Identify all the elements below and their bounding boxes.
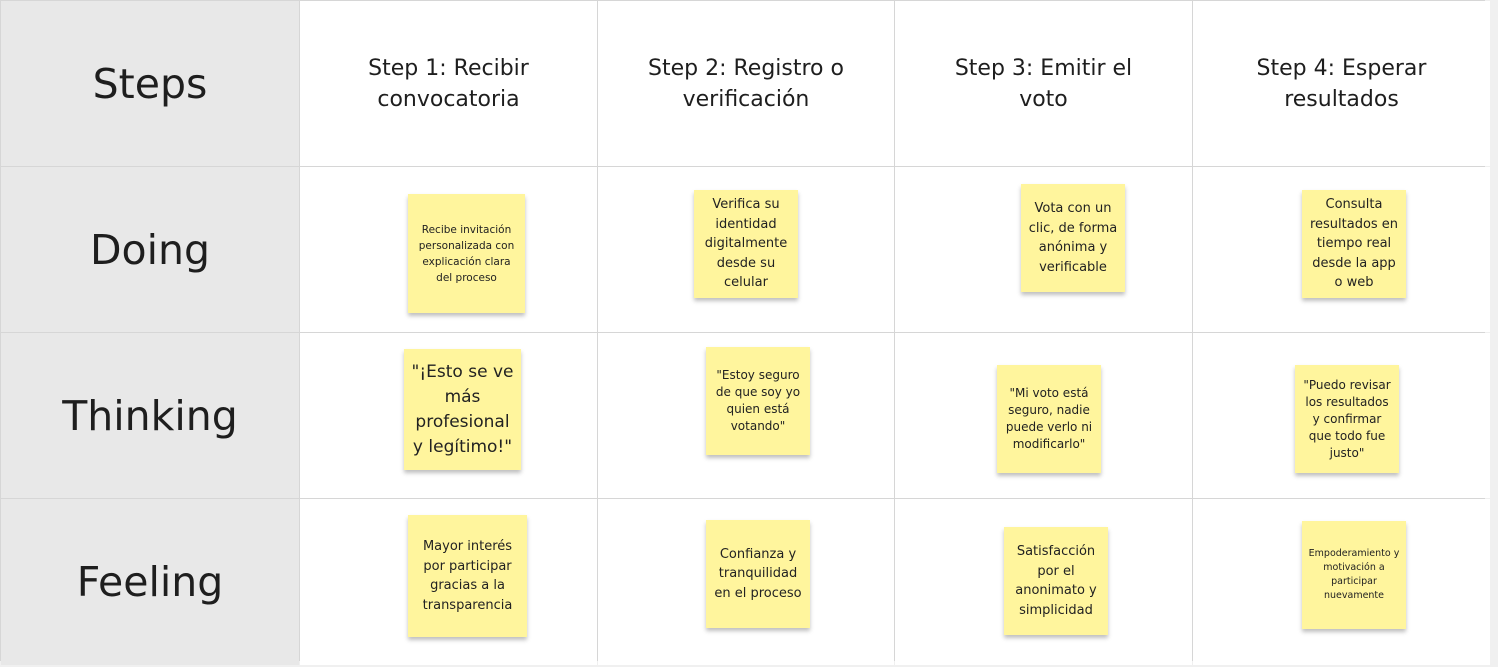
sticky-note-doing-3[interactable]: Vota con un clic, de forma anónima y ver… xyxy=(1021,184,1125,292)
sticky-note-feeling-3[interactable]: Satisfacción por el anonimato y simplici… xyxy=(1004,527,1108,635)
thinking-cell-3: "Mi voto está seguro, nadie puede verlo … xyxy=(895,333,1192,498)
sticky-note-thinking-1[interactable]: "¡Esto se ve más profesional y legítimo!… xyxy=(404,349,521,470)
thinking-cell-1: "¡Esto se ve más profesional y legítimo!… xyxy=(300,333,597,498)
doing-cell-4: Consulta resultados en tiempo real desde… xyxy=(1193,167,1490,332)
thinking-cell-4: "Puedo revisar los resultados y confirma… xyxy=(1193,333,1490,498)
step-1-header[interactable]: Step 1: Recibir convocatoria xyxy=(300,1,597,166)
sticky-note-feeling-4[interactable]: Empoderamiento y motivación a participar… xyxy=(1302,521,1406,629)
sticky-note-feeling-2[interactable]: Confianza y tranquilidad en el proceso xyxy=(706,520,810,628)
feeling-cell-1: Mayor interés por participar gracias a l… xyxy=(300,499,597,665)
doing-cell-3: Vota con un clic, de forma anónima y ver… xyxy=(895,167,1192,332)
row-header-steps: Steps xyxy=(1,1,299,166)
sticky-note-doing-4[interactable]: Consulta resultados en tiempo real desde… xyxy=(1302,190,1406,298)
feeling-cell-4: Empoderamiento y motivación a participar… xyxy=(1193,499,1490,665)
sticky-note-doing-2[interactable]: Verifica su identidad digitalmente desde… xyxy=(694,190,798,298)
row-header-thinking: Thinking xyxy=(1,333,299,498)
step-2-header[interactable]: Step 2: Registro o verificación xyxy=(598,1,894,166)
sticky-note-thinking-3[interactable]: "Mi voto está seguro, nadie puede verlo … xyxy=(997,365,1101,473)
feeling-cell-2: Confianza y tranquilidad en el proceso xyxy=(598,499,894,665)
sticky-note-feeling-1[interactable]: Mayor interés por participar gracias a l… xyxy=(408,515,527,637)
sticky-note-thinking-2[interactable]: "Estoy seguro de que soy yo quien está v… xyxy=(706,347,810,455)
doing-cell-2: Verifica su identidad digitalmente desde… xyxy=(598,167,894,332)
doing-cell-1: Recibe invitación personalizada con expl… xyxy=(300,167,597,332)
step-4-header[interactable]: Step 4: Esperar resultados xyxy=(1193,1,1490,166)
thinking-cell-2: "Estoy seguro de que soy yo quien está v… xyxy=(598,333,894,498)
row-header-feeling: Feeling xyxy=(1,499,299,665)
sticky-note-thinking-4[interactable]: "Puedo revisar los resultados y confirma… xyxy=(1295,365,1399,473)
feeling-cell-3: Satisfacción por el anonimato y simplici… xyxy=(895,499,1192,665)
step-3-header[interactable]: Step 3: Emitir el voto xyxy=(895,1,1192,166)
sticky-note-doing-1[interactable]: Recibe invitación personalizada con expl… xyxy=(408,194,525,313)
row-header-doing: Doing xyxy=(1,167,299,332)
